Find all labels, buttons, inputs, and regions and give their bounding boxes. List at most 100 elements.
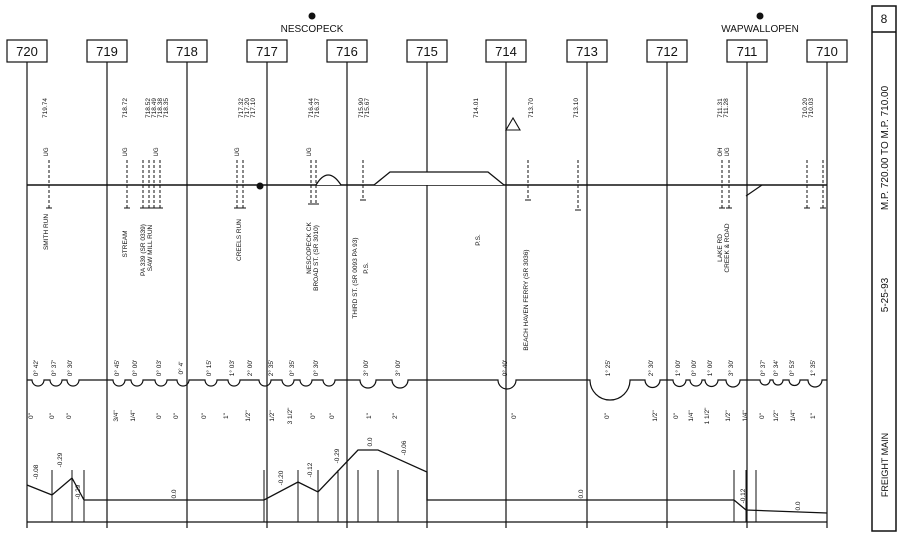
station-layer: NESCOPECK WAPWALLOPEN [281,12,799,35]
milepost-label: 713 [576,44,598,59]
structure-mileage: 718.52 [145,98,152,118]
curve-label: 1° 00' [706,360,714,377]
grade-label: 0.0 [367,437,374,446]
curve-label: 1° 03' [228,360,236,377]
structure-name: BEACH HAVEN FERRY (SR 3036) [523,249,530,350]
structure-name: SAW MILL RUN [147,224,154,271]
curve-label: 2° 30' [647,360,655,377]
structure-mileage: 710.20 [802,98,809,118]
milepost-box [406,39,448,63]
curve-label: 0° 53' [788,360,796,377]
structure-mileage: 716.37 [314,98,321,118]
structure-mileage: 718.38 [157,98,164,118]
structure-mileage: 714.01 [473,98,480,118]
structure-name: NESCOPECK CK [306,222,313,274]
track-hump [315,174,342,186]
milepost-box [566,39,608,63]
structure-mileage: 718.72 [122,98,129,118]
structure-mileage: 711.31 [717,98,724,118]
curve-label: 0° 45' [113,360,121,377]
curve-label: 0° 4' [177,362,185,375]
milepost-label: 720 [16,44,38,59]
curve-label: 0° 40' [501,360,509,377]
track-plateau [373,171,505,186]
structure-name: THIRD ST. (SR 0093 PA 93) [352,237,359,318]
structure-name: PA 339 (SR 0339) [140,224,147,276]
structure-name: CREEK & ROAD [724,223,731,272]
curve-label: 0° 15' [205,360,213,377]
milepost-box [246,39,288,63]
curve-label: 1° 00' [674,360,682,377]
milepost-label: 717 [256,44,278,59]
milepost-box [726,39,768,63]
grade-label: -0.12 [307,462,314,477]
structure-name: LAKE RD [717,234,724,262]
curve-label: 2° 00' [246,360,254,377]
curve-label: 0° 00' [690,360,698,377]
grade-label: -0.08 [33,464,40,479]
grade-label: 0.0 [171,489,178,498]
curve-label: 0° 37' [50,360,58,377]
curve-line [27,379,827,401]
triangle-marker [505,116,521,131]
superelevation-label: 1/2" [269,410,276,422]
structure-mileage: 711.28 [723,98,730,118]
superelevation-label: 1" [810,412,817,419]
side-panel: 8 M.P. 720.00 TO M.P. 710.00 5-25-93 FRE… [871,5,897,532]
signal-dot [256,182,264,190]
structure-mileage: 715.90 [358,98,365,118]
curve-label: 0° 34' [772,360,780,377]
superelevation-label: 0" [156,412,163,419]
superelevation-layer: 0"0"0"3/4"1/4"0"0"0"1"1/2"1/2"3 1/2"0"0"… [28,407,817,424]
structure-name: P.S. [363,262,370,274]
station-dot [308,12,316,20]
milepost-box [6,39,48,63]
milepost-label: 715 [416,44,438,59]
superelevation-label: 0" [511,412,518,419]
structure-mileage: 713.70 [528,98,535,118]
grade-label: 0.0 [795,501,802,510]
curve-label: 0° 37' [759,360,767,377]
milepost-label: 712 [656,44,678,59]
superelevation-label: 0" [173,412,180,419]
track-label: UG [154,147,160,156]
structure-mileage: 718.49 [151,98,158,118]
structure-name: CREELS RUN [236,219,243,261]
superelevation-label: 0" [201,412,208,419]
superelevation-label: 1" [366,412,373,419]
curve-label: 2° 35' [267,360,275,377]
track-diverge [745,184,763,197]
superelevation-label: 1/2" [245,410,252,422]
structure-mileage: 715.67 [364,98,371,118]
grade-label: 0.0 [578,489,585,498]
superelevation-label: 0" [759,412,766,419]
milepost-label: 711 [737,44,758,59]
grade-label: -0.06 [401,440,408,455]
superelevation-label: 0" [604,412,611,419]
curve-label: 1° 25' [604,360,612,377]
milepost-box [326,39,368,63]
structure-mileage: 717.20 [244,98,251,118]
superelevation-label: 3/4" [113,410,120,422]
track-label: OH [718,148,724,157]
track-label: UG [725,147,731,156]
chart-date: 5-25-93 [880,277,891,312]
station-dot [756,12,764,20]
curve-label: 0° 03' [155,360,163,377]
superelevation-label: 0" [673,412,680,419]
curve-label: 3° 00' [362,360,370,377]
side-panel-frame [871,5,897,532]
track-label: UG [44,147,50,156]
superelevation-label: 1 1/2" [704,407,711,424]
milepost-box [485,39,527,63]
grade-label: -0.29 [57,452,64,467]
milepost-label: 710 [816,44,838,59]
milepost-label: 714 [495,44,517,59]
superelevation-label: 1/4" [790,410,797,422]
station-name: NESCOPECK [281,24,344,35]
superelevation-label: 1/2" [652,410,659,422]
track-label: UG [235,147,241,156]
station-name: WAPWALLOPEN [721,24,799,35]
structure-mileage: 718.35 [163,98,170,118]
